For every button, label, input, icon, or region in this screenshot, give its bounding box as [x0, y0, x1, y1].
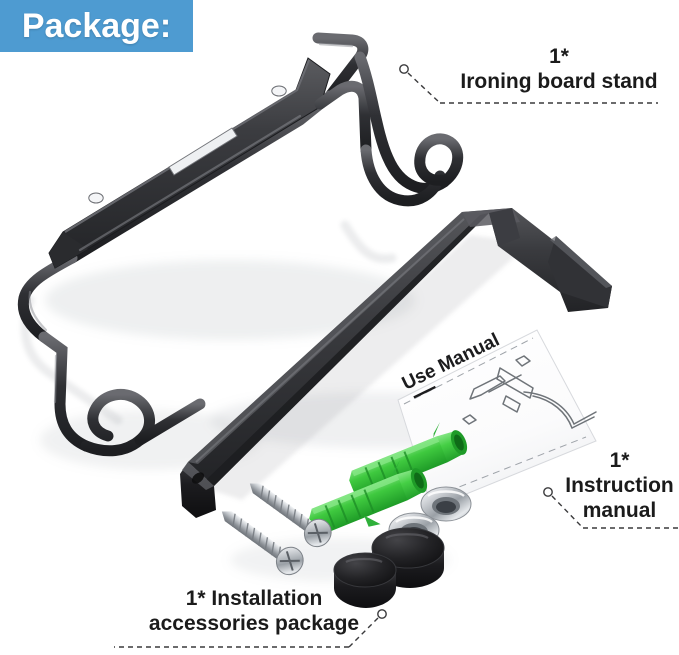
screw-lower: [221, 511, 304, 576]
wall-anchor-lower: [309, 460, 428, 535]
cup-washer-upper: [420, 486, 472, 522]
package-banner: Package:: [0, 0, 193, 52]
callout-ironing-board-stand: 1* Ironing board stand: [460, 45, 658, 93]
stand-wire-highlights: [28, 42, 354, 404]
callout-instruction-manual: 1* Instruction manual: [565, 449, 674, 522]
stand-cradle-outer: [354, 51, 450, 194]
cover-cap-upper: [371, 527, 445, 588]
stand-hook-bottom-left: [80, 388, 155, 457]
cover-cap-lower: [333, 552, 397, 608]
stand-wire-lower-left: [38, 331, 92, 452]
manual-diagram: [462, 355, 597, 429]
callout-installation-accessories: 1* Installation accessories package: [148, 587, 360, 635]
stand-wire-left-elbow: [17, 252, 78, 343]
package-banner-label: Package:: [21, 7, 172, 45]
stand-wire-inner-right: [314, 80, 372, 156]
stand-cradle-inner: [360, 144, 446, 207]
ironing-board-stand: [17, 32, 464, 457]
stand-hook-right: [414, 133, 464, 188]
screw-upper: [249, 483, 332, 548]
wall-bracket-bar: [180, 208, 612, 518]
stand-wire-front-bottom: [134, 398, 206, 446]
stand-mounting-plate: [48, 57, 331, 269]
